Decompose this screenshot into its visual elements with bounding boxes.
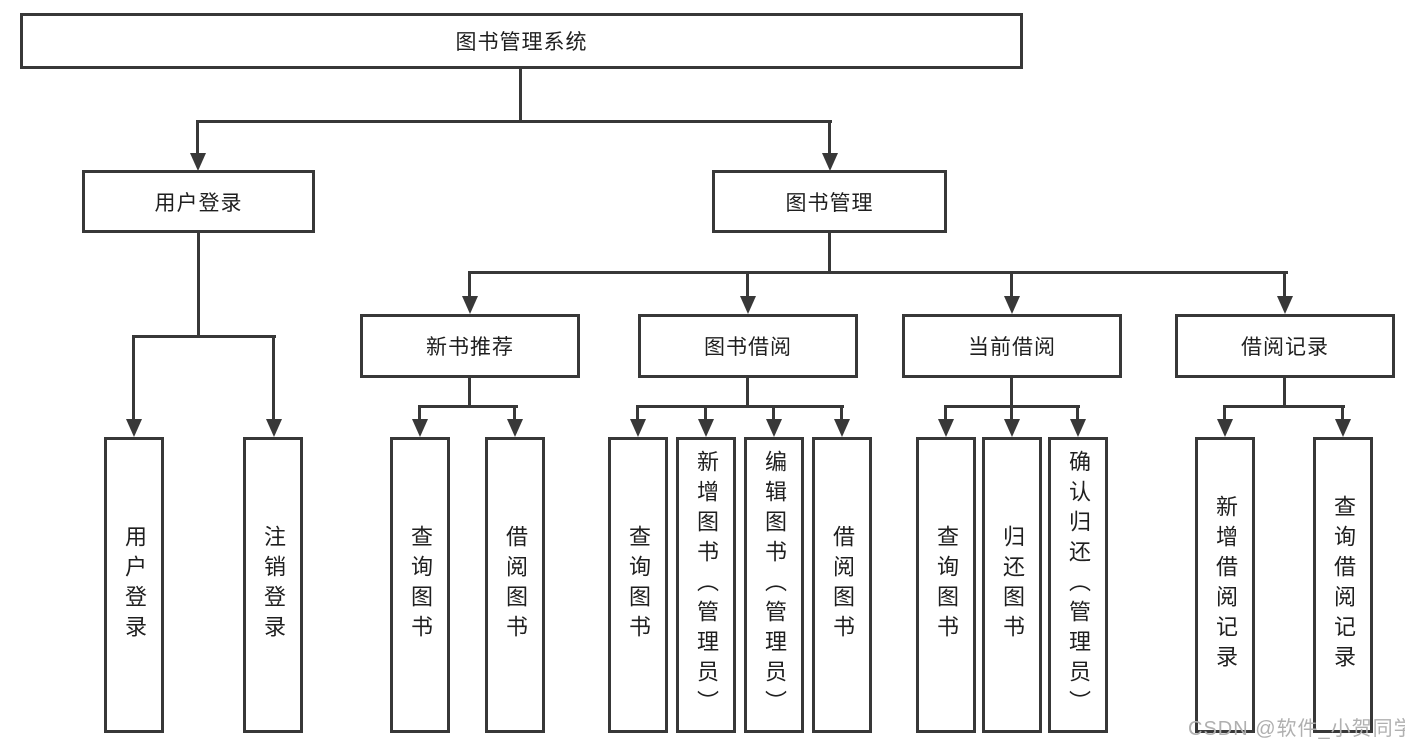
connector [1223,405,1345,408]
connector [197,233,200,335]
node-label: 借阅记录 [1241,336,1329,359]
connector-root-drop [519,68,522,121]
node-current-borrowing: 当前借阅 [902,314,1122,378]
node-label: 借阅图书 [830,525,855,645]
arrow-down-icon [1217,419,1233,437]
node-label: 图书管理 [785,191,874,215]
connector [1010,271,1013,299]
node-new-book-recommend: 新书推荐 [360,314,580,378]
arrow-down-icon [1004,296,1020,314]
arrow-down-icon [507,419,523,437]
node-label: 借阅图书 [503,525,528,645]
connector [944,405,947,421]
node-label: 查询图书 [934,525,959,645]
arrow-down-icon [1335,419,1351,437]
connector [636,405,639,421]
node-return-book: 归还图书 [982,437,1042,733]
node-label: 图书借阅 [704,336,792,359]
arrow-down-icon [412,419,428,437]
connector [468,378,471,408]
connector [1010,378,1013,408]
arrow-down-icon [740,296,756,314]
connector [746,271,749,299]
node-label: 归还图书 [1000,525,1025,645]
arrow-down-icon [834,419,850,437]
node-add-borrow-record: 新增借阅记录 [1195,437,1255,733]
node-label: 查询图书 [626,525,651,645]
arrow-down-icon [630,419,646,437]
node-book-management: 图书管理 [712,170,947,233]
connector [746,378,749,408]
node-label: 确认归还（管理员） [1066,450,1091,720]
connector [636,405,844,408]
node-label: 新增借阅记录 [1213,495,1238,675]
arrow-down-icon [462,296,478,314]
connector [1223,405,1226,421]
node-logout: 注销登录 [243,437,303,733]
node-label: 用户登录 [154,191,243,215]
node-book-borrowing: 图书借阅 [638,314,858,378]
connector [196,120,199,154]
connector [772,405,775,421]
connector [704,405,707,421]
arrow-down-icon [698,419,714,437]
arrow-down-icon [1004,419,1020,437]
connector [840,405,843,421]
node-query-borrow-record: 查询借阅记录 [1313,437,1373,733]
arrow-down-icon [1277,296,1293,314]
connector [513,405,516,421]
connector [468,271,471,299]
connector [272,335,275,420]
connector [1341,405,1344,421]
connector [132,335,135,420]
arrow-down-icon [266,419,282,437]
node-add-book-admin: 新增图书（管理员） [676,437,736,733]
connector [1010,405,1013,421]
node-borrowing-records: 借阅记录 [1175,314,1395,378]
node-confirm-return-admin: 确认归还（管理员） [1048,437,1108,733]
node-user-login-leaf: 用户登录 [104,437,164,733]
connector [132,335,276,338]
node-label: 查询借阅记录 [1331,495,1356,675]
arrow-down-icon [822,153,838,171]
node-borrow-books: 借阅图书 [812,437,872,733]
node-query-books-borrowing: 查询图书 [608,437,668,733]
node-library-system: 图书管理系统 [20,13,1023,69]
node-label: 当前借阅 [968,336,1056,359]
connector [828,233,831,273]
arrow-down-icon [126,419,142,437]
connector-level3-rail [468,271,1288,274]
arrow-down-icon [938,419,954,437]
connector [418,405,421,421]
node-edit-book-admin: 编辑图书（管理员） [744,437,804,733]
node-label: 图书管理系统 [455,31,588,54]
node-query-books-recommend: 查询图书 [390,437,450,733]
node-label: 注销登录 [261,525,286,645]
connector [828,120,831,154]
node-label: 新增图书（管理员） [694,450,719,720]
arrow-down-icon [766,419,782,437]
connector [1283,378,1286,408]
arrow-down-icon [1070,419,1086,437]
connector-level2-rail [196,120,832,123]
node-query-books-current: 查询图书 [916,437,976,733]
node-borrow-books-recommend: 借阅图书 [485,437,545,733]
node-label: 新书推荐 [426,336,514,359]
watermark: CSDN @软件_小贺同学 [1188,718,1405,740]
connector [418,405,518,408]
arrow-down-icon [190,153,206,171]
connector [1076,405,1079,421]
node-label: 用户登录 [122,525,147,645]
node-label: 查询图书 [408,525,433,645]
connector [1283,271,1286,299]
node-label: 编辑图书（管理员） [762,450,787,720]
node-user-login: 用户登录 [82,170,315,233]
